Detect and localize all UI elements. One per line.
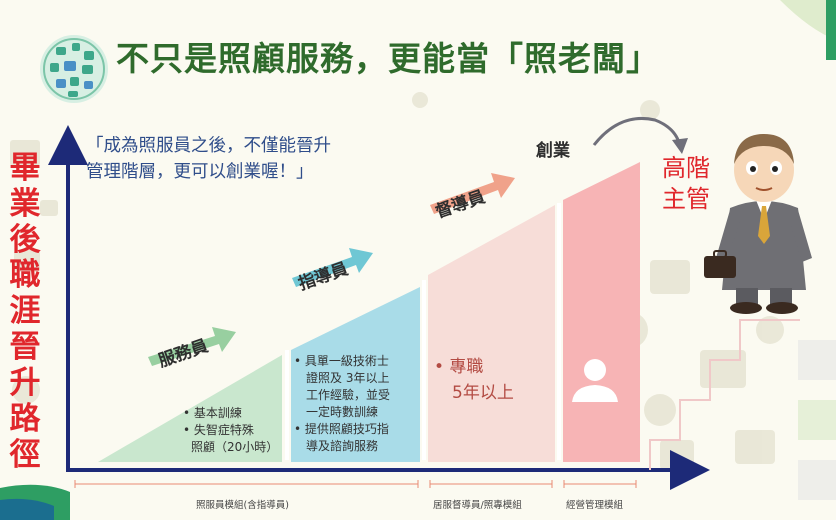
quote-line: 管理階層，更可以創業喔！」 bbox=[86, 162, 314, 182]
quote-text: 「成為照服員之後，不僅能晉升 管理階層，更可以創業喔！」 bbox=[86, 133, 416, 185]
career-path-label: 職 涯 晉 升 路 徑 bbox=[5, 257, 45, 473]
char: 職 bbox=[9, 257, 41, 293]
tag-arrow-instructor bbox=[292, 248, 373, 287]
x-label-caregiver-module: 照服員模組(含指導員) bbox=[196, 500, 289, 511]
bullet: • 專職 bbox=[434, 357, 484, 377]
bullet: 工作經驗，並受 bbox=[306, 388, 391, 402]
char: 徑 bbox=[9, 437, 41, 473]
senior-manager-label: 高階 主管 bbox=[662, 153, 710, 215]
service-bullets: • 基本訓練 • 失智症特殊 照顧（20小時） bbox=[183, 405, 278, 456]
stage-band-startup bbox=[563, 162, 640, 462]
x-label-supervisor-module: 居服督導員/照專模組 bbox=[433, 500, 522, 511]
char: 業 bbox=[9, 186, 41, 222]
stage-band-service bbox=[98, 355, 282, 462]
char: 升 bbox=[9, 365, 41, 401]
deco-card bbox=[798, 460, 836, 500]
char: 後 bbox=[9, 222, 41, 258]
page-title: 不只是照顧服務，更能當「照老闆」 bbox=[116, 39, 660, 78]
businessman-icon bbox=[704, 134, 812, 314]
bullet: 5年以上 bbox=[452, 383, 514, 403]
deco-card bbox=[798, 400, 836, 440]
bullet: 證照及 3年以上 bbox=[306, 371, 390, 385]
tag-arrow-supervisor bbox=[430, 173, 515, 214]
quote-line: 「成為照服員之後，不僅能晉升 bbox=[86, 136, 331, 156]
x-label-management-module: 經營管理模組 bbox=[566, 500, 624, 511]
person-silhouette-icon bbox=[572, 359, 618, 402]
char: 路 bbox=[9, 401, 41, 437]
tag-startup: 創業 bbox=[536, 141, 570, 161]
logo-globe-icon bbox=[40, 35, 108, 103]
stage-band-instructor bbox=[291, 287, 420, 462]
char: 晉 bbox=[9, 329, 41, 365]
tag-arrow-service bbox=[148, 327, 236, 366]
deco-card bbox=[798, 340, 836, 380]
bullet: • 具單一級技術士 bbox=[294, 354, 389, 368]
bullet: 照顧（20小時） bbox=[191, 440, 279, 454]
char: 畢 bbox=[9, 150, 41, 186]
curved-arrow-icon bbox=[592, 116, 682, 147]
graduation-label: 畢 業 後 bbox=[5, 150, 45, 258]
char: 涯 bbox=[9, 293, 41, 329]
stairs-outline bbox=[649, 319, 800, 470]
x-axis-ranges bbox=[74, 480, 637, 488]
stage-band-supervisor bbox=[428, 205, 555, 462]
label-line: 高階 bbox=[662, 154, 710, 182]
instructor-bullets: • 具單一級技術士 證照及 3年以上 工作經驗，並受 一定時數訓練 • 提供照顧… bbox=[294, 353, 390, 455]
label-line: 主管 bbox=[662, 185, 710, 213]
bullet: • 失智症特殊 bbox=[183, 423, 254, 437]
bullet: 一定時數訓練 bbox=[306, 405, 379, 419]
bullet: • 提供照顧技巧指 bbox=[294, 422, 389, 436]
bullet: • 基本訓練 bbox=[183, 406, 242, 420]
supervisor-bullets: • 專職 5年以上 bbox=[434, 354, 514, 406]
bullet: 導及諮詢服務 bbox=[306, 439, 379, 453]
